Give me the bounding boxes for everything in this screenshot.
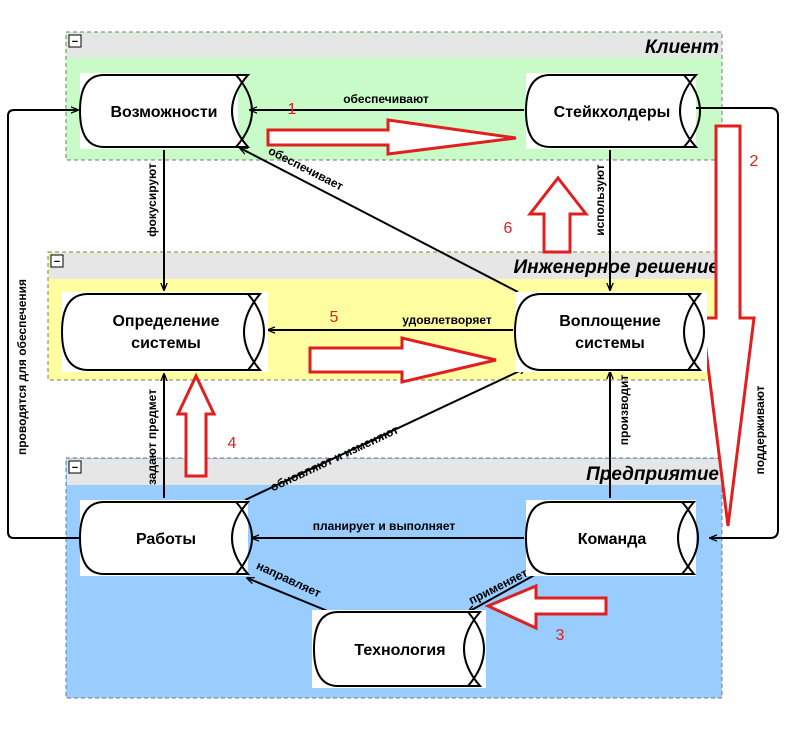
label-produces: производит (617, 375, 631, 446)
label-set-subject: задают предмет (145, 389, 159, 485)
label-support: поддерживают (753, 385, 767, 474)
edge-conducted-for (7, 110, 80, 539)
label-plans-executes: планирует и выполняет (313, 519, 456, 533)
node-system-realization[interactable]: Воплощение системы (513, 292, 707, 372)
node-label: системы (575, 335, 645, 352)
node-opportunities[interactable]: Возможности (78, 73, 253, 149)
node-label: Воплощение (559, 313, 661, 330)
arrow-step-2 (700, 124, 756, 527)
step-number: 2 (750, 153, 759, 170)
step-number: 5 (330, 309, 339, 326)
arrow-step-4 (175, 372, 217, 478)
node-label: Стейкхолдеры (554, 104, 671, 121)
step-number: 3 (556, 627, 565, 644)
label-provide: обеспечивают (343, 92, 429, 106)
label-use: используют (593, 164, 607, 236)
red-arrows (175, 118, 756, 631)
label-focus: фокусируют (145, 163, 159, 237)
arrow-step-5 (308, 336, 497, 384)
arrow-step-3 (484, 583, 608, 631)
edge-applies (468, 571, 541, 612)
svg-text:−: − (72, 462, 78, 474)
node-label: Работы (136, 531, 196, 548)
step-number: 1 (288, 101, 297, 118)
arrow-step-1 (266, 118, 517, 156)
svg-text:−: − (54, 256, 60, 268)
node-label: Возможности (111, 104, 218, 121)
node-work[interactable]: Работы (78, 500, 253, 576)
node-label: Команда (578, 531, 647, 548)
edge-provides-diag (240, 148, 519, 293)
collapse-button[interactable]: − (50, 254, 64, 268)
node-label: Технология (354, 642, 445, 659)
node-team[interactable]: Команда (524, 500, 699, 576)
collapse-button[interactable]: − (68, 34, 82, 48)
edge-directs (247, 578, 331, 613)
node-label: системы (131, 335, 201, 352)
connectors (7, 107, 779, 613)
step-number: 4 (228, 435, 237, 452)
step-number: 6 (504, 220, 513, 237)
edge-support (696, 107, 779, 538)
zone-title: Предприятие (586, 464, 719, 485)
node-stakeholders[interactable]: Стейкхолдеры (524, 73, 701, 149)
collapse-button[interactable]: − (68, 460, 82, 474)
node-system-definition[interactable]: Определение системы (60, 292, 268, 372)
svg-text:−: − (72, 36, 78, 48)
zone-title: Инженерное решение (513, 257, 719, 278)
node-label: Определение (112, 313, 219, 330)
label-conducted-for: проводятся для обеспечения (15, 279, 29, 455)
step-labels: 1 2 3 4 5 6 (228, 101, 759, 644)
edge-update-change (244, 368, 526, 501)
arrow-step-6 (526, 175, 590, 254)
label-satisfies: удовлетворяет (402, 313, 492, 327)
node-technology[interactable]: Технология (312, 610, 486, 688)
zone-title: Клиент (645, 37, 719, 58)
